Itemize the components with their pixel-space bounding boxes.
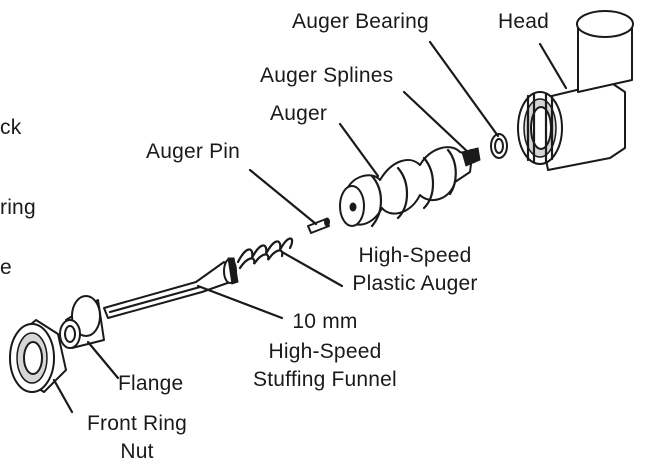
label-cutoff-2: ring (0, 196, 36, 219)
leader-head (538, 42, 568, 90)
high-speed-plastic-auger-part (236, 237, 294, 270)
label-auger-bearing: Auger Bearing (292, 10, 429, 33)
label-front-ring-nut-line1: Front Ring (86, 412, 188, 435)
label-plastic-auger-line2: Plastic Auger (352, 272, 478, 295)
stuffing-funnel-part (103, 257, 239, 319)
leader-auger (338, 122, 380, 178)
label-plastic-auger-line1: High-Speed (358, 244, 472, 267)
auger-bearing-part (490, 133, 508, 159)
label-auger-pin: Auger Pin (146, 140, 241, 163)
label-funnel-line1: 10 mm (292, 310, 358, 333)
auger-pin-part (307, 217, 330, 234)
label-head: Head (498, 10, 550, 33)
leader-front-ring-nut (52, 378, 74, 414)
leader-auger-bearing (428, 40, 500, 138)
head-part (517, 10, 634, 171)
label-cutoff-3: e (0, 256, 12, 279)
leader-lines (52, 40, 568, 414)
flange-part (59, 295, 105, 349)
label-front-ring-nut-line2: Nut (120, 440, 154, 463)
label-funnel-line3: Stuffing Funnel (253, 368, 397, 391)
auger-splines-part (461, 147, 481, 167)
leader-funnel (196, 284, 284, 320)
auger-part (339, 146, 473, 228)
leader-auger-pin (248, 168, 318, 226)
leader-plastic-auger (280, 250, 344, 288)
label-flange: Flange (118, 372, 184, 395)
front-ring-nut-part (9, 319, 67, 393)
label-cutoff-1: ck (0, 116, 22, 139)
leader-auger-splines (402, 90, 472, 156)
leader-flange (86, 340, 120, 380)
label-auger-splines: Auger Splines (260, 64, 394, 87)
label-auger: Auger (270, 102, 328, 125)
label-funnel-line2: High-Speed (268, 340, 382, 363)
